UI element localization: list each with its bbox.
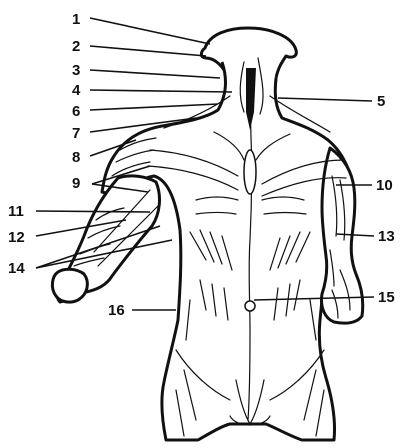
label-12: 12	[8, 229, 25, 246]
label-15: 15	[378, 289, 395, 306]
torso-outline	[102, 62, 353, 440]
label-5: 5	[377, 93, 385, 110]
label-4: 4	[72, 82, 81, 99]
label-16: 16	[108, 302, 125, 319]
label-13: 13	[378, 228, 395, 245]
label-10: 10	[376, 177, 393, 194]
leader-11	[36, 211, 150, 212]
left-hand-outline	[52, 269, 87, 302]
label-3: 3	[72, 62, 80, 79]
leader-1	[90, 18, 210, 44]
label-11: 11	[8, 203, 24, 220]
leader-5	[278, 98, 372, 101]
label-8: 8	[72, 149, 80, 166]
label-1: 1	[72, 11, 80, 28]
label-14: 14	[8, 260, 25, 277]
leader-4	[90, 90, 232, 92]
label-7: 7	[72, 125, 80, 142]
leader-6	[90, 104, 218, 110]
label-2: 2	[72, 38, 80, 55]
leader-3	[90, 70, 220, 78]
label-6: 6	[72, 103, 80, 120]
leader-2	[90, 46, 206, 56]
label-9: 9	[72, 175, 80, 192]
